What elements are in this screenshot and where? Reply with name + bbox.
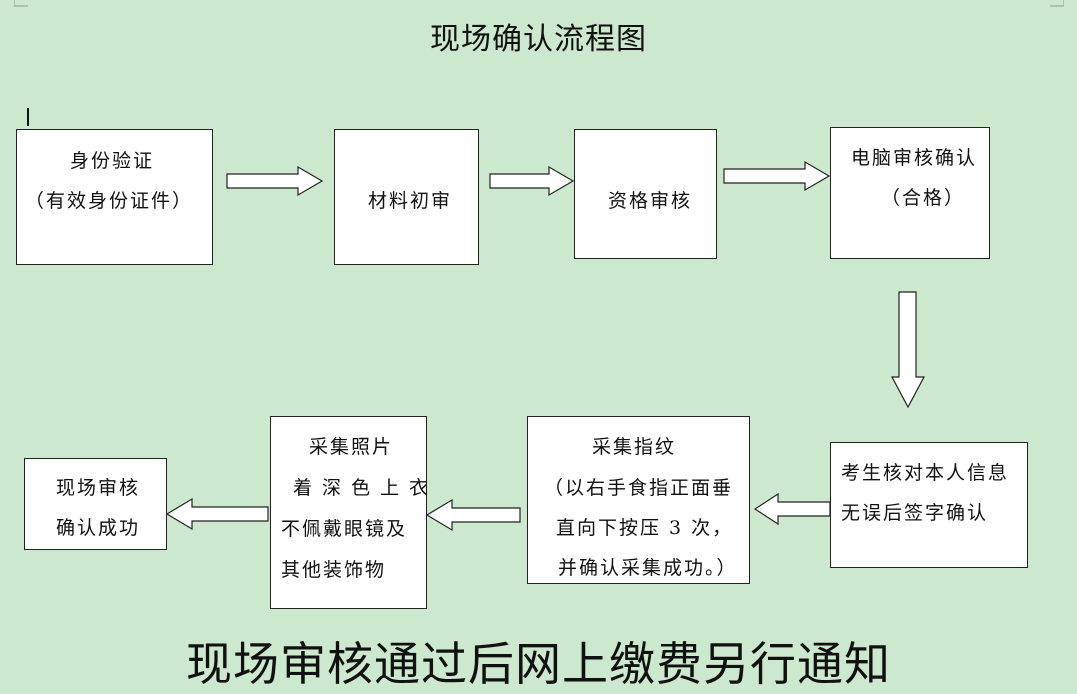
- step-materials-line-1: 材料初审: [368, 190, 453, 212]
- arrow-right-identity-to-materials: [226, 165, 324, 197]
- footer-notice: 现场审核通过后网上缴费另行通知: [186, 637, 891, 691]
- text-cursor: [27, 108, 29, 126]
- step-qualification-line-1: 资格审核: [608, 190, 693, 212]
- step-photo-line-2: 着 深 色 上 衣: [293, 477, 431, 499]
- step-success-line-2: 确认成功: [56, 517, 141, 539]
- step-identity-line-1: 身份验证: [70, 150, 155, 172]
- page-corner-mark-left: [14, 0, 28, 7]
- arrow-down-computer-to-sign: [891, 291, 925, 409]
- diagram-title: 现场确认流程图: [430, 22, 647, 57]
- step-fingerprint-line-3: 直向下按压 3 次，: [556, 517, 734, 539]
- arrow-left-photo-to-success: [165, 497, 269, 531]
- arrow-right-materials-to-qualification: [489, 165, 575, 197]
- step-fingerprint-line-4: 并确认采集成功。）: [558, 557, 738, 579]
- step-computer-box: 电脑审核确认 （合格）: [830, 127, 990, 259]
- step-sign-box: 考生核对本人信息 无误后签字确认: [830, 442, 1028, 568]
- step-identity-box: 身份验证 （有效身份证件）: [16, 129, 213, 265]
- arrow-right-qualification-to-computer: [723, 160, 831, 192]
- step-fingerprint-line-1: 采集指纹: [592, 436, 677, 458]
- step-computer-line-2: （合格）: [881, 187, 966, 209]
- step-photo-box: 采集照片 着 深 色 上 衣 不佩戴眼镜及 其他装饰物: [270, 416, 431, 609]
- step-qualification-box: 资格审核: [574, 129, 717, 259]
- step-sign-line-1: 考生核对本人信息: [841, 462, 1010, 484]
- arrow-left-fingerprint-to-photo: [425, 498, 521, 532]
- step-materials-box: 材料初审: [334, 129, 479, 265]
- step-photo-line-3: 不佩戴眼镜及: [281, 518, 408, 540]
- step-fingerprint-box: 采集指纹 （以右手食指正面垂 直向下按压 3 次， 并确认采集成功。）: [527, 416, 750, 584]
- step-success-box: 现场审核 确认成功: [24, 458, 167, 550]
- step-identity-line-2: （有效身份证件）: [25, 190, 194, 212]
- step-photo-line-4: 其他装饰物: [281, 559, 387, 581]
- page-corner-mark-right: [1050, 0, 1064, 7]
- step-fingerprint-line-2: （以右手食指正面垂: [544, 477, 734, 499]
- step-sign-line-2: 无误后签字确认: [841, 502, 989, 524]
- step-photo-line-1: 采集照片: [309, 436, 394, 458]
- step-success-line-1: 现场审核: [56, 477, 141, 499]
- arrow-left-sign-to-fingerprint: [753, 492, 831, 526]
- step-computer-line-1: 电脑审核确认: [851, 147, 978, 169]
